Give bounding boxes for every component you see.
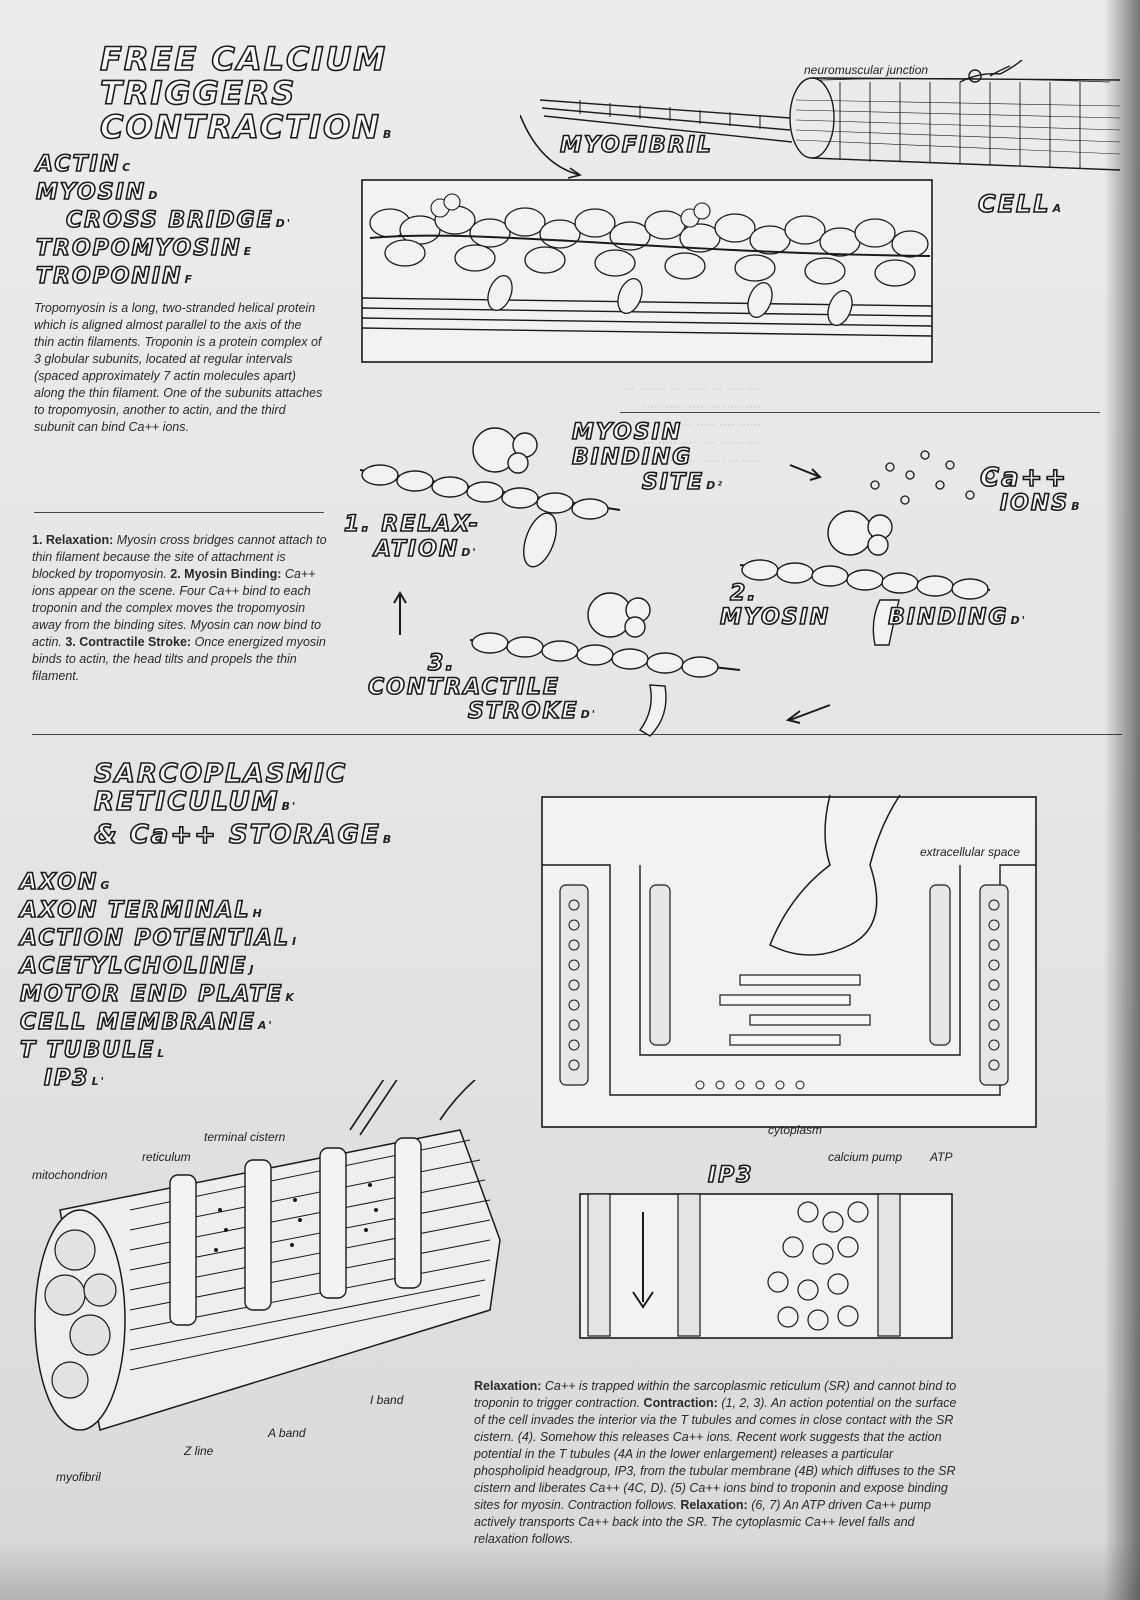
terminal-cistern-label: terminal cistern [204,1130,286,1144]
a-band-label: A band [268,1426,306,1440]
sr-detail-diagram [541,795,1037,1128]
myofibril-small-label: myofibril [56,1470,101,1484]
reticulum-label: reticulum [142,1150,191,1164]
contraction-steps-paragraph: 1. Relaxation: Myosin cross bridges cann… [32,533,327,683]
page-shadow-bottom [0,1540,1140,1600]
sr-explanation-paragraph: Relaxation: Ca++ is trapped within the s… [474,1379,957,1546]
cell-illustration [520,60,1120,179]
calcium-pump-label: calcium pump [828,1150,903,1164]
section-divider-top-right [620,412,1100,413]
extracellular-space-label: extracellular space [920,845,1021,859]
neuromuscular-junction-label: neuromuscular junction [804,63,929,77]
page-shadow-right [1104,0,1140,1600]
myofibril-label: MYOFIBRIL [559,133,713,158]
ip3-detail-label: IP3 [707,1163,754,1188]
atp-label: ATP [930,1150,953,1164]
section-divider-2 [32,734,1122,735]
mitochondrion-label: mitochondrion [32,1168,108,1182]
thin-filament-diagram [361,179,933,363]
i-band-label: I band [370,1393,404,1407]
cytoplasm-label: cytoplasm [768,1123,823,1137]
section-divider-1 [34,512,324,513]
cross-bridge-cycle-diagram [359,427,995,737]
z-line-label: Z line [184,1444,214,1458]
ip3-enlargement-diagram [579,1193,953,1339]
troponin-paragraph: Tropomyosin is a long, two-stranded heli… [34,301,323,434]
muscle-fiber-cutaway [34,1080,501,1431]
